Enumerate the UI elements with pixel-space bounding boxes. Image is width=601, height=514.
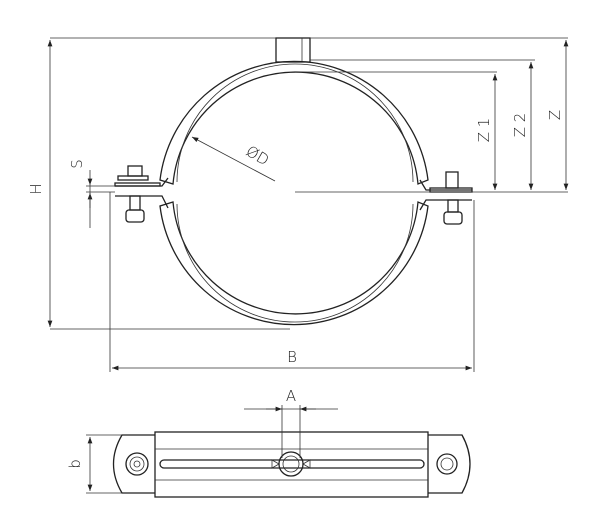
right-hole	[436, 453, 458, 475]
label-diameter-D: ØD	[243, 142, 272, 169]
label-A: A	[286, 387, 296, 405]
front-view: H S ØD Z 1 Z 2 Z B	[27, 37, 569, 372]
label-Z1: Z 1	[475, 118, 493, 143]
label-B: B	[287, 348, 297, 366]
upper-band	[159, 60, 429, 185]
slot	[159, 459, 425, 469]
lower-band	[159, 201, 429, 326]
clamp-body	[154, 431, 429, 498]
left-hole	[125, 452, 149, 476]
label-Z2: Z 2	[511, 113, 529, 138]
threaded-stud	[275, 37, 311, 63]
top-view: A b	[66, 387, 471, 498]
left-ear	[112, 434, 155, 494]
label-Z: Z	[546, 110, 564, 120]
left-bolt	[114, 165, 169, 223]
dimensions	[47, 37, 569, 372]
label-b: b	[66, 459, 84, 469]
right-ear	[428, 434, 471, 494]
label-H: H	[27, 183, 45, 194]
label-S: S	[68, 159, 86, 169]
